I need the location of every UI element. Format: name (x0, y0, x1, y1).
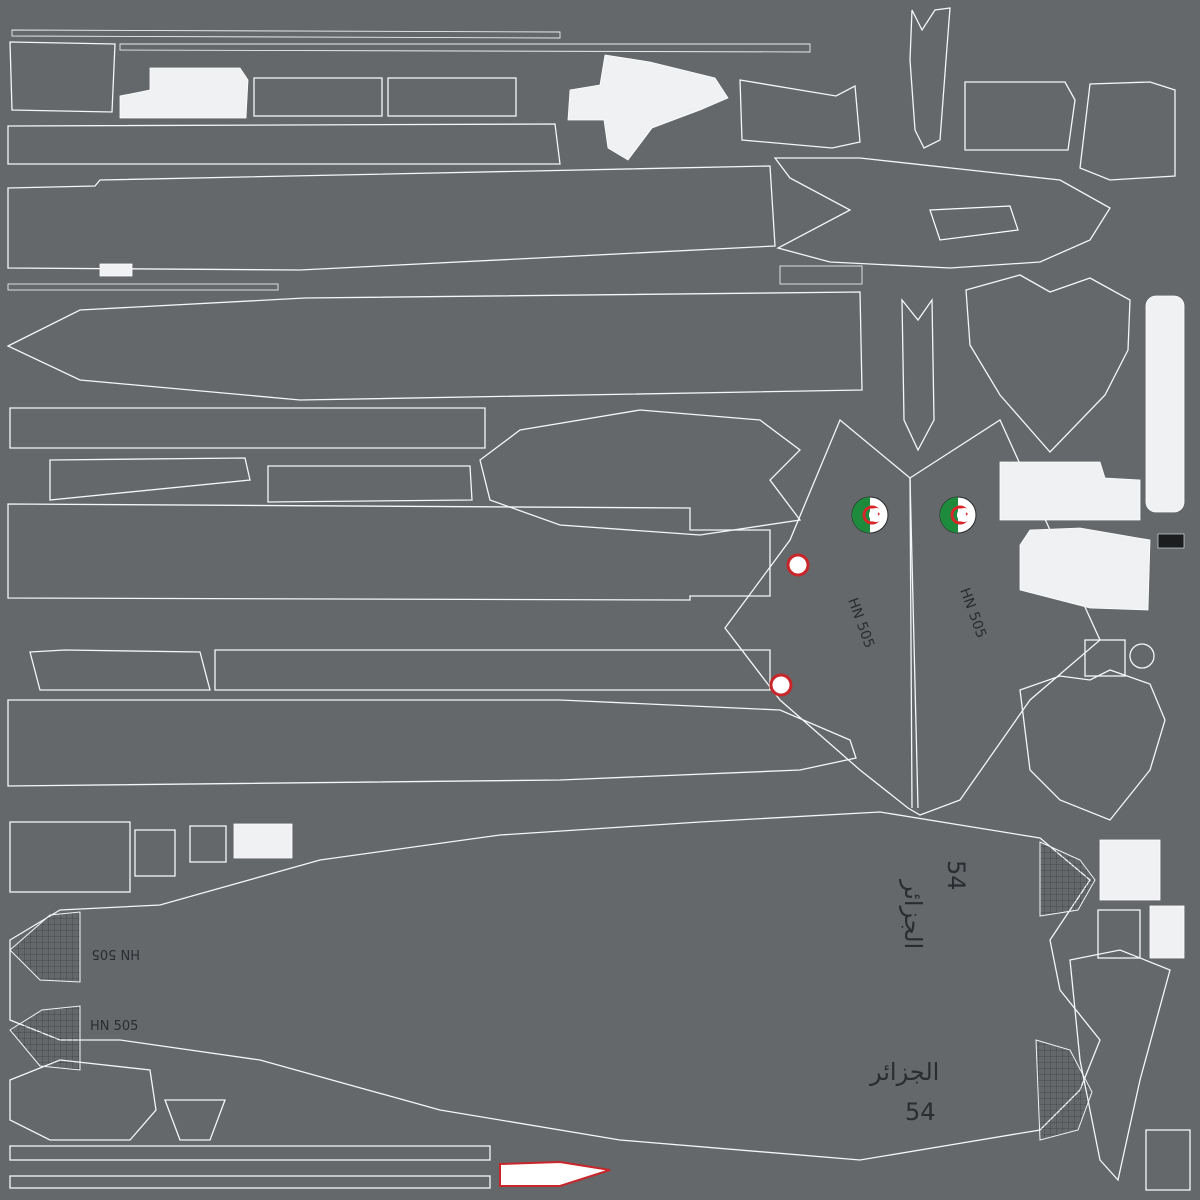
long-fuselage-panel-1 (7, 165, 776, 271)
nose-mesh-dark-left (9, 911, 81, 1071)
arabic-marking-upper: الجزائر (899, 879, 927, 949)
fuselage-serial-upper: HN 505 (92, 946, 140, 961)
solid-nose-part (567, 54, 729, 161)
fuselage-side-main (9, 811, 1101, 1161)
wing-serial-left: HN 505 (844, 596, 877, 650)
long-fuselage-panel-5 (7, 699, 857, 787)
right-column-solid (1145, 295, 1185, 513)
arabic-marking-lower: الجزائر (869, 1058, 939, 1086)
small-dark-box (1084, 533, 1185, 677)
lower-right-solid (1097, 839, 1191, 1191)
mid-strip-row (49, 457, 473, 503)
number-marking-lower: 54 (905, 1098, 936, 1126)
long-fuselage-panel-2 (6, 291, 863, 401)
engine-duct-top (479, 409, 802, 536)
number-marking-upper: 54 (942, 860, 970, 891)
solid-block-top (119, 67, 249, 119)
nose-mesh-dark-right (1035, 841, 1096, 1141)
fuselage-serial-lower: HN 505 (90, 1019, 138, 1034)
long-strip-1 (7, 123, 561, 165)
nose-cone-upper (965, 274, 1131, 453)
red-part-lower (499, 1160, 611, 1187)
nose-cone-lower (1019, 669, 1166, 821)
canopy-solid-blocks (999, 461, 1151, 611)
top-right-cluster (739, 7, 1176, 181)
top-left-panel (9, 29, 811, 113)
long-panel-3 (7, 503, 771, 601)
intake-shape-top (773, 157, 1111, 269)
delta-wing-panel (724, 418, 1101, 816)
roundel-right-icon (939, 496, 977, 534)
left-lower-tiles (9, 821, 293, 893)
top-grid-panels (253, 77, 517, 117)
small-pill-row (7, 263, 863, 291)
tail-fin-lower-right (1069, 949, 1171, 1182)
wing-serial-right: HN 505 (956, 586, 989, 640)
long-strip-2 (9, 407, 486, 449)
cockpit-strip-center (901, 297, 935, 452)
red-wheel-icon (769, 553, 810, 697)
bottom-strips (9, 1059, 491, 1189)
long-panel-4 (29, 649, 771, 691)
roundel-left-icon (851, 496, 889, 534)
